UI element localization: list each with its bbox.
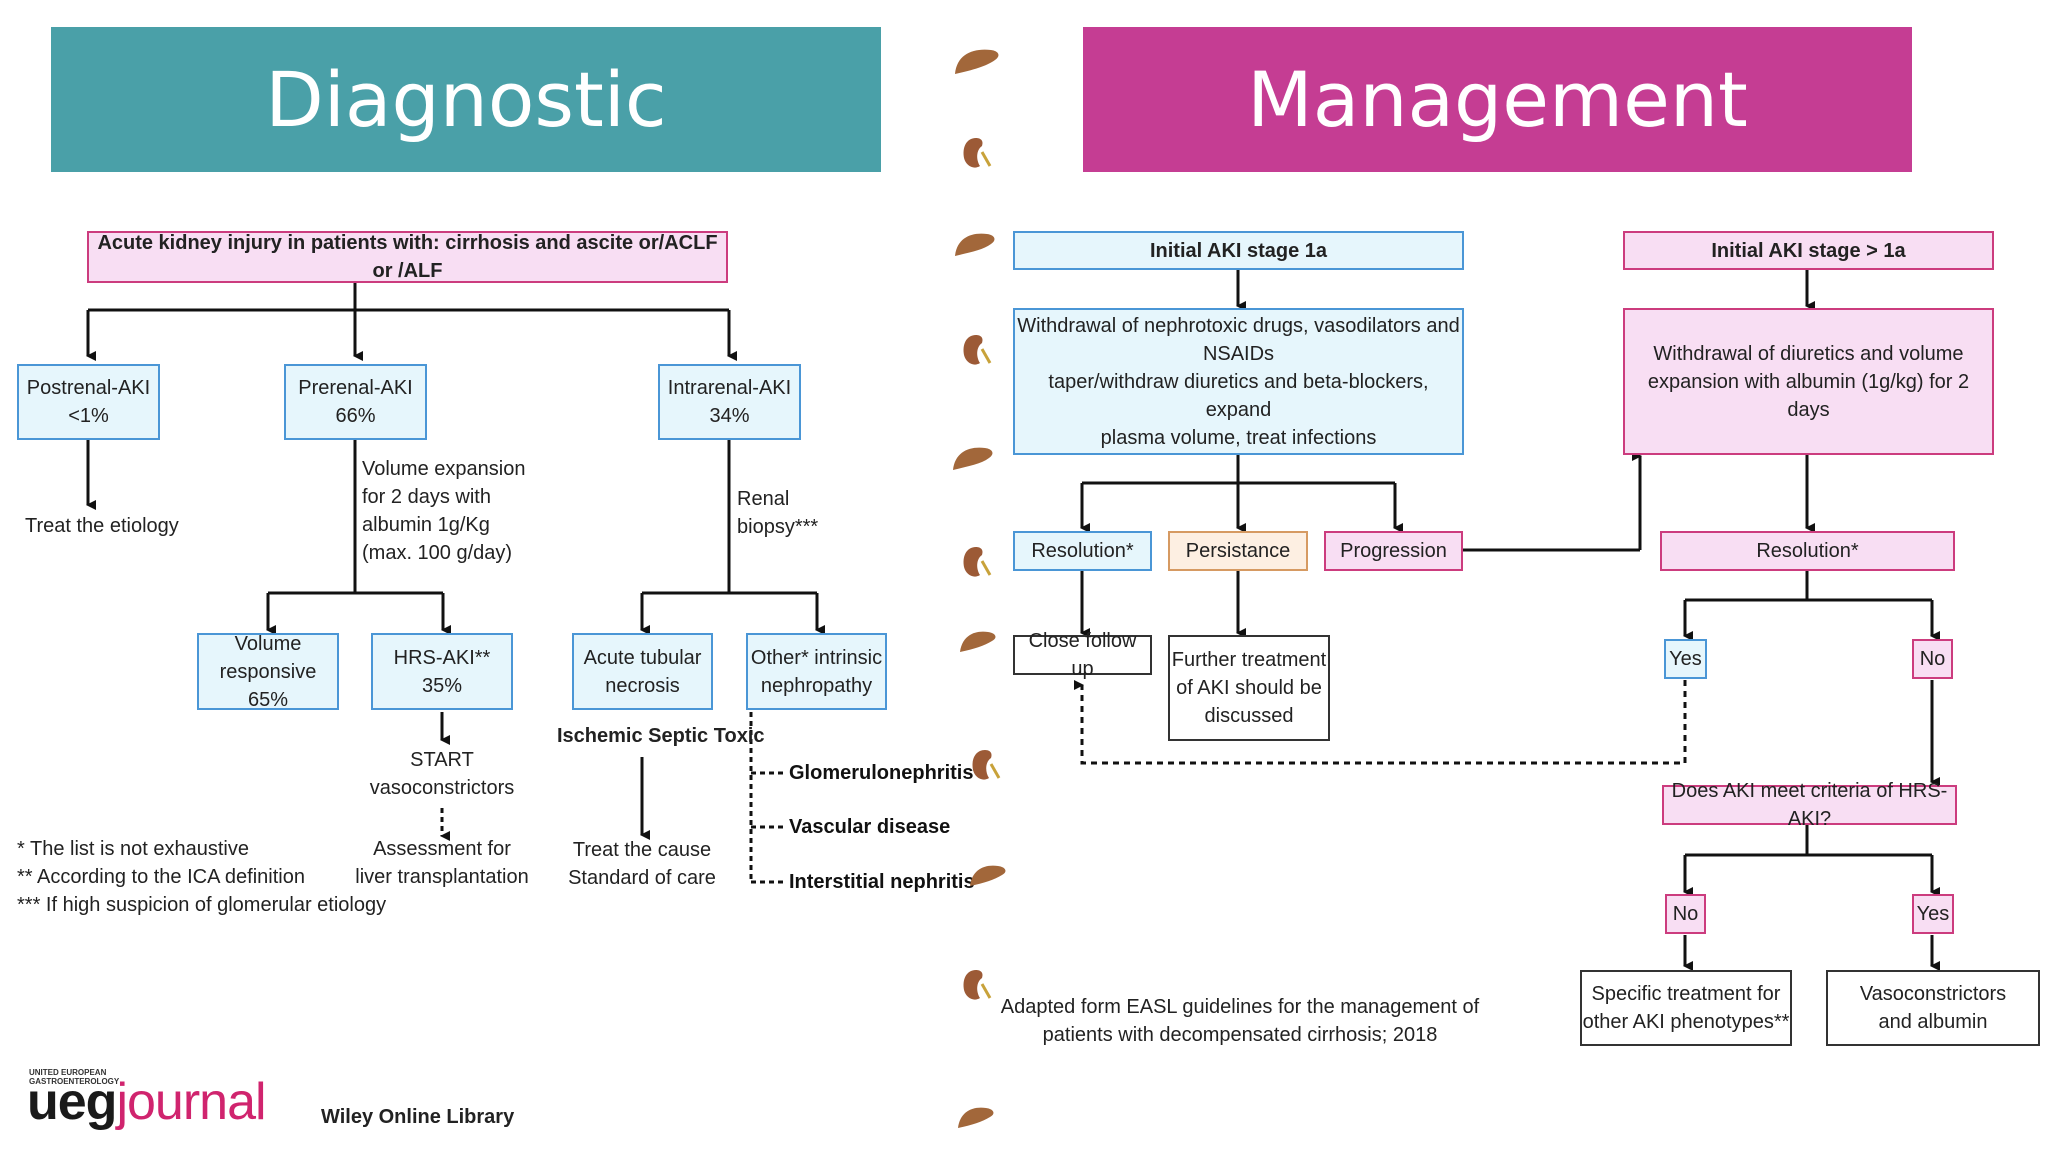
no-2-label: No [1672,903,1699,925]
withdrawal-gt-label: Withdrawal of diuretics and volume expan… [1647,342,1970,421]
acute-tubular-label: Acute tubular necrosis [583,646,702,697]
postrenal-label: Postrenal-AKI <1% [26,377,151,427]
liver-icon [955,49,999,74]
resolution-left-label: Resolution* [1031,540,1134,562]
hrs-aki-label: HRS-AKI** 35% [393,646,491,697]
ueg-journal-logo: uegjournal [27,1072,267,1132]
start-vaso-text: START vasoconstrictors [369,749,515,799]
close-follow-label: Close follow up [1028,630,1137,680]
diagnostic-banner: Diagnostic [51,27,881,172]
withdrawal-1a-label: Withdrawal of nephrotoxic drugs, vasodil… [1017,314,1460,449]
close-follow-box: Close follow up [1013,630,1152,680]
further-treatment-box: Further treatment of AKI should be discu… [1168,635,1330,741]
intrarenal-box: Intrarenal-AKI 34% [658,364,801,440]
progression-label: Progression [1340,540,1447,562]
renal-biopsy-text: Renal biopsy*** [737,488,819,538]
resolution-left-box: Resolution* [1013,531,1152,571]
intrarenal-label: Intrarenal-AKI 34% [667,377,792,427]
yes-1-box: Yes [1664,639,1707,679]
glomerulonephritis-text: Glomerulonephritis [789,762,974,784]
treat-cause-text: Treat the cause Standard of care [568,839,716,889]
withdrawal-1a-box: Withdrawal of nephrotoxic drugs, vasodil… [1013,308,1464,455]
progression-box: Progression [1324,531,1463,571]
prerenal-label: Prerenal-AKI 66% [298,377,413,427]
other-intrinsic-label: Other* intrinsic nephropathy [750,646,883,697]
persistance-box: Persistance [1168,531,1308,571]
persistance-label: Persistance [1185,540,1291,562]
postrenal-box: Postrenal-AKI <1% [17,364,160,440]
resolution-right-box: Resolution* [1660,531,1955,571]
stage-gt-label: Initial AKI stage > 1a [1711,239,1906,262]
stage1a-label: Initial AKI stage 1a [1149,239,1328,262]
treat-etiology-text: Treat the etiology [25,515,179,537]
specific-treatment-label: Specific treatment for other AKI phenoty… [1582,983,1790,1033]
stage-gt-box: Initial AKI stage > 1a [1623,231,1994,270]
yes-2-box: Yes [1912,894,1954,934]
no-2-box: No [1665,894,1706,934]
specific-treatment-box: Specific treatment for other AKI phenoty… [1580,970,1792,1046]
liver-icon [953,447,993,470]
yes-2-label: Yes [1916,903,1950,925]
prerenal-box: Prerenal-AKI 66% [284,364,427,440]
yes-1-label: Yes [1669,648,1702,670]
hrs-question-box: Does AKI meet criteria of HRS-AKI? [1662,780,1957,830]
ueg-logo-text: ueg [27,1073,117,1131]
kidney-icon [963,547,992,577]
footnotes: * The list is not exhaustive ** Accordin… [17,838,387,916]
further-treatment-label: Further treatment of AKI should be discu… [1171,649,1327,727]
kidney-icon [963,970,992,1000]
volume-responsive-label: Volume responsive 65% [219,632,317,711]
liver-icon [955,233,995,256]
aki-header-label: Acute kidney injury in patients with: ci… [97,232,718,282]
volume-expansion-text: Volume expansion for 2 days with albumin… [362,458,526,564]
wiley-text: Wiley Online Library [321,1106,515,1128]
liver-icon [958,1107,994,1128]
ischemic-text: Ischemic Septic Toxic [557,725,765,747]
citation-text: Adapted form EASL guidelines for the man… [1000,996,1480,1046]
kidney-icon [972,750,1001,780]
vascular-text: Vascular disease [789,816,951,838]
journal-logo-text: journal [116,1073,266,1131]
management-banner: Management [1083,27,1912,172]
aki-header-box: Acute kidney injury in patients with: ci… [87,231,728,283]
withdrawal-gt-box: Withdrawal of diuretics and volume expan… [1623,308,1994,455]
vasoconstrictors-label: Vasoconstrictors and albumin [1859,983,2007,1033]
management-title: Management [1247,55,1748,144]
kidney-icon [963,335,992,365]
interstitial-text: Interstitial nephritis [789,871,975,893]
resolution-right-label: Resolution* [1756,540,1859,562]
kidney-icon [963,138,992,168]
hrs-question-label: Does AKI meet criteria of HRS-AKI? [1671,780,1948,830]
ueg-small-text: UNITED EUROPEAN GASTROENTEROLOGY [29,1068,120,1086]
acute-tubular-box: Acute tubular necrosis [572,633,713,710]
no-1-label: No [1919,648,1946,670]
assessment-text: Assessment for liver transplantation [355,838,529,888]
liver-icon [960,631,996,652]
volume-responsive-box: Volume responsive 65% [197,633,339,711]
liver-icon [970,865,1006,886]
stage1a-box: Initial AKI stage 1a [1013,231,1464,270]
other-intrinsic-box: Other* intrinsic nephropathy [746,633,887,710]
vasoconstrictors-box: Vasoconstrictors and albumin [1826,970,2040,1046]
hrs-aki-box: HRS-AKI** 35% [371,633,513,710]
diagnostic-title: Diagnostic [265,55,667,144]
no-1-box: No [1912,639,1953,679]
